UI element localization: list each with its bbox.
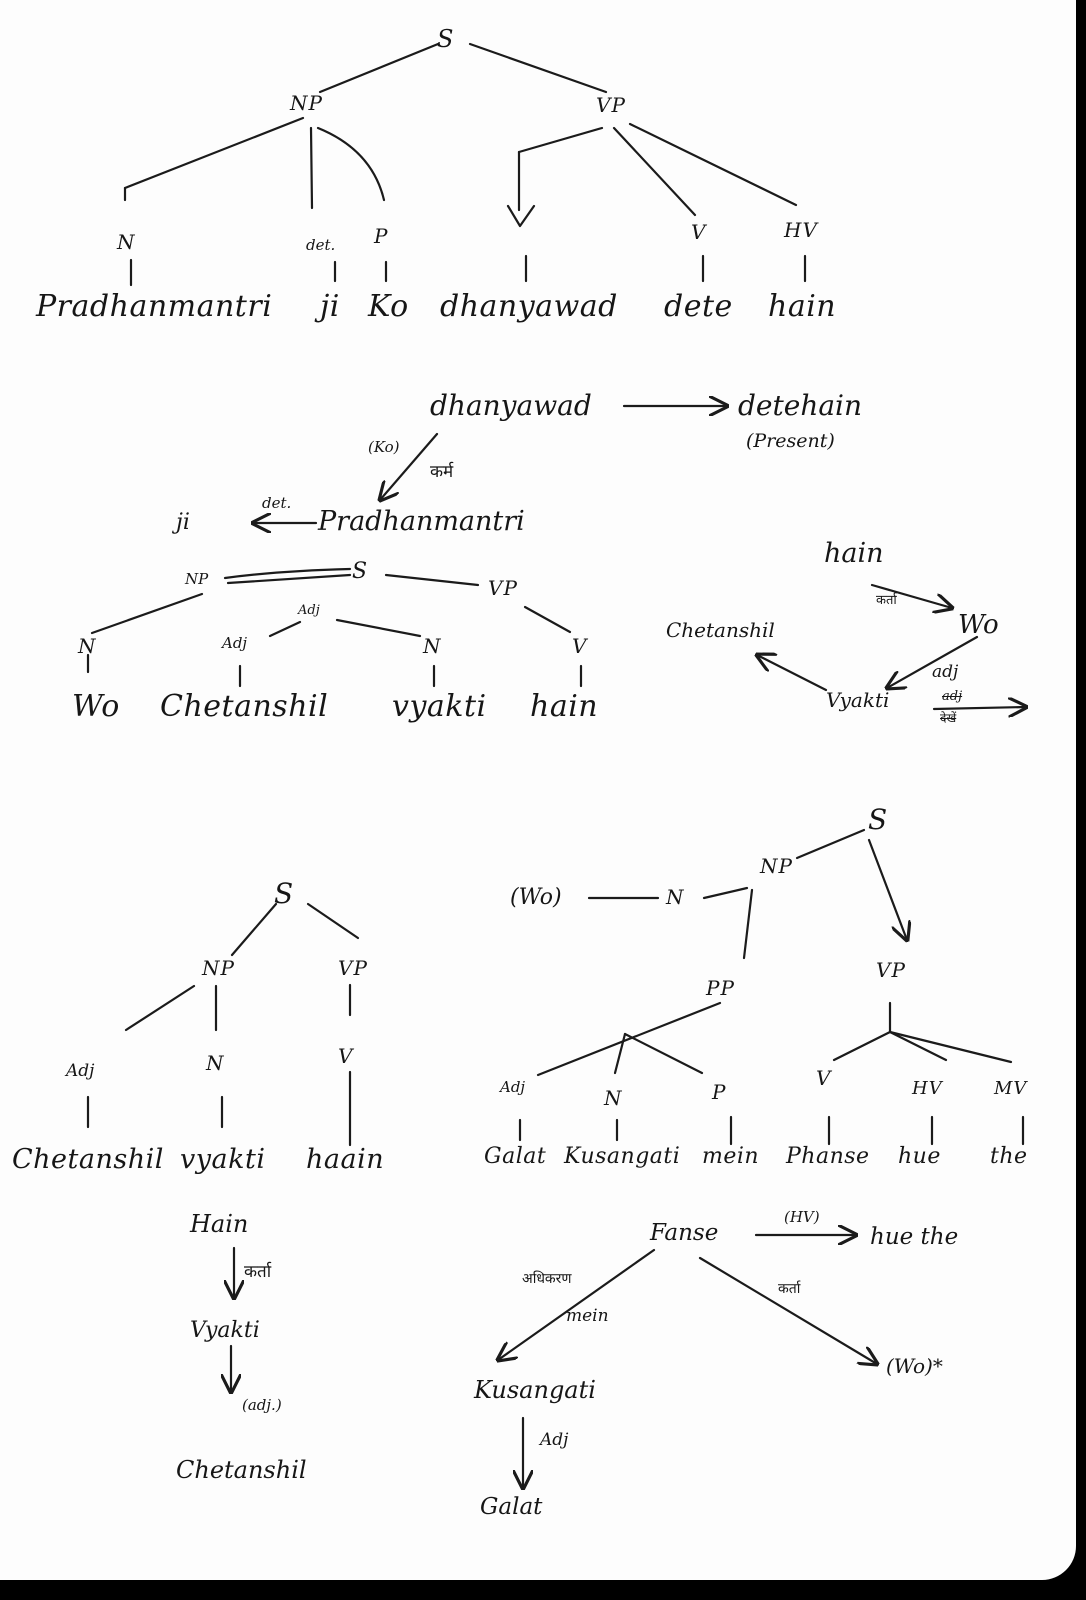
- tree4-word-the: the: [990, 1144, 1028, 1169]
- tree2-word-vyakti: vyakti: [392, 689, 487, 724]
- tree1-word-ko: Ko: [368, 289, 409, 324]
- dep3-adj-label: (adj.): [242, 1396, 282, 1414]
- tree4-vp-label: VP: [876, 958, 906, 982]
- dep1-present: (Present): [746, 430, 835, 452]
- tree2-adj-upper-label: Adj: [298, 603, 320, 618]
- tree2-n-label-1: N: [78, 634, 97, 658]
- tree4-wo-label: (Wo): [510, 885, 562, 910]
- tree3-v-label: V: [338, 1044, 354, 1068]
- dep2-chetanshil: Chetanshil: [666, 618, 775, 642]
- tree3-adj-label: Adj: [66, 1061, 95, 1081]
- dep4-adhikaran-label: अधिकरण: [522, 1271, 572, 1287]
- tree2-word-wo: Wo: [72, 689, 120, 724]
- tree4-mv-label: MV: [994, 1078, 1028, 1099]
- tree4-word-phanse: Phanse: [786, 1144, 870, 1169]
- dep3-vyakti: Vyakti: [190, 1318, 260, 1343]
- tree2-np-label: NP: [185, 570, 209, 588]
- dep1-detehain: detehain: [738, 389, 863, 422]
- tree2-s-label: S: [352, 559, 368, 584]
- dep2-wo: Wo: [958, 610, 999, 640]
- tree2-word-chetanshil: Chetanshil: [160, 689, 329, 724]
- tree4-word-hue: hue: [898, 1144, 941, 1169]
- tree4-n2-label: N: [604, 1086, 623, 1110]
- dep2-deleted-label: देखें: [940, 711, 957, 725]
- tree3-word-chetanshil: Chetanshil: [12, 1144, 164, 1175]
- tree4-s-label: S: [868, 803, 888, 836]
- dep4-mein-label: mein: [566, 1306, 609, 1326]
- tree4-v-label: V: [816, 1066, 832, 1090]
- dep4-galat: Galat: [480, 1494, 543, 1520]
- dep4-karta-label: कर्ता: [778, 1281, 801, 1297]
- tree2-n-label-2: N: [423, 634, 442, 658]
- tree1-word-dete: dete: [664, 289, 733, 324]
- tree1-v-label: V: [691, 220, 707, 244]
- tree1-np-label: NP: [290, 91, 323, 115]
- dep1-det-label: det.: [262, 494, 292, 512]
- tree4-adj-label: Adj: [500, 1078, 526, 1096]
- tree4-pp-label: PP: [706, 976, 735, 1000]
- tree1-word-dhanyawad: dhanyawad: [440, 289, 618, 324]
- dep2-hain: hain: [824, 538, 884, 569]
- dep1-karta-label: कर्म: [430, 462, 454, 482]
- dep4-adj-label: Adj: [540, 1430, 569, 1450]
- tree1-p-label: P: [374, 224, 389, 248]
- dep4-fanse: Fanse: [650, 1220, 719, 1246]
- tree-edges-and-arrows: [86, 42, 1076, 1580]
- tree1-n-label: N: [117, 230, 136, 254]
- dep1-ji: ji: [176, 510, 190, 535]
- tree3-np-label: NP: [202, 956, 235, 980]
- tree2-v-label: V: [572, 634, 588, 658]
- tree4-n-label: N: [666, 885, 685, 909]
- tree3-n-label: N: [206, 1051, 225, 1075]
- tree4-word-galat: Galat: [484, 1144, 547, 1169]
- tree1-word-ji: ji: [320, 289, 340, 324]
- dep1-dhanyawad: dhanyawad: [430, 389, 592, 422]
- dep4-kusangati: Kusangati: [474, 1376, 596, 1404]
- dep2-adj-label: adj: [932, 662, 959, 682]
- dep4-hue-the: hue the: [870, 1224, 959, 1250]
- dep3-karta-label: कर्ता: [244, 1262, 272, 1282]
- dep1-pradhanmantri: Pradhanmantri: [318, 506, 525, 537]
- handwritten-parse-trees-page: S NP VP N det. P V HV Pradhanmantri ji K…: [0, 0, 1076, 1580]
- tree1-word-pradhanmantri: Pradhanmantri: [36, 289, 273, 324]
- dep2-struck-label: adj: [942, 689, 963, 704]
- tree1-vp-label: VP: [596, 93, 626, 117]
- dep2-vyakti: Vyakti: [826, 688, 890, 712]
- tree2-adj-label: Adj: [222, 634, 248, 652]
- tree4-hv-label: HV: [912, 1078, 943, 1099]
- tree1-det-label: det.: [306, 236, 336, 254]
- tree2-word-hain: hain: [530, 689, 599, 724]
- dep3-chetanshil: Chetanshil: [176, 1456, 307, 1484]
- tree3-word-vyakti: vyakti: [180, 1144, 266, 1175]
- tree3-s-label: S: [274, 877, 294, 910]
- tree4-np-label: NP: [760, 854, 793, 878]
- tree1-word-hain: hain: [768, 289, 837, 324]
- tree3-vp-label: VP: [338, 956, 368, 980]
- dep4-wo: (Wo)*: [886, 1354, 943, 1378]
- tree4-word-mein: mein: [702, 1144, 760, 1169]
- dep1-ko-label: (Ko): [368, 438, 400, 456]
- tree1-hv-label: HV: [784, 218, 818, 242]
- tree4-p-label: P: [712, 1080, 727, 1104]
- tree4-word-kusangati: Kusangati: [564, 1144, 681, 1169]
- tree1-s-label: S: [437, 25, 455, 53]
- tree2-vp-label: VP: [488, 576, 518, 600]
- dep3-hain: Hain: [190, 1210, 249, 1238]
- dep2-karta-label: कर्ता: [876, 593, 897, 608]
- tree3-word-haain: haain: [306, 1144, 385, 1175]
- dep4-hv-label: (HV): [784, 1208, 820, 1226]
